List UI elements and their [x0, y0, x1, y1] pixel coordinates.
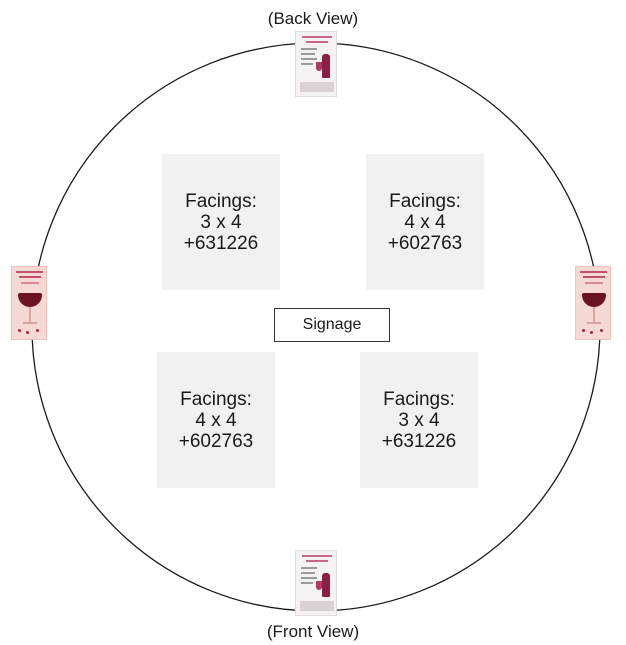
facing-code: +602763	[178, 430, 254, 452]
left-wine-poster-icon	[11, 266, 47, 340]
facing-box-bottom-left: Facings: 4 x 4 +602763	[157, 352, 275, 488]
facing-box-bottom-right: Facings: 3 x 4 +631226	[360, 352, 478, 488]
facing-size: 4 x 4	[404, 211, 446, 233]
facing-box-top-left: Facings: 3 x 4 +631226	[162, 154, 280, 290]
facing-title: Facings:	[180, 388, 252, 410]
facing-code: +631226	[183, 232, 259, 254]
signage-box: Signage	[274, 308, 390, 342]
back-poster-icon	[295, 31, 337, 97]
facing-box-top-right: Facings: 4 x 4 +602763	[366, 154, 484, 290]
facing-code: +631226	[381, 430, 457, 452]
front-poster-icon	[295, 550, 337, 616]
facing-size: 3 x 4	[398, 409, 440, 431]
back-view-label: (Back View)	[267, 9, 359, 28]
facing-size: 4 x 4	[195, 409, 237, 431]
facing-size: 3 x 4	[200, 211, 242, 233]
front-view-label: (Front View)	[266, 622, 360, 641]
facing-title: Facings:	[389, 190, 461, 212]
facing-title: Facings:	[185, 190, 257, 212]
right-wine-poster-icon	[575, 266, 611, 340]
facing-code: +602763	[387, 232, 463, 254]
facing-title: Facings:	[383, 388, 455, 410]
